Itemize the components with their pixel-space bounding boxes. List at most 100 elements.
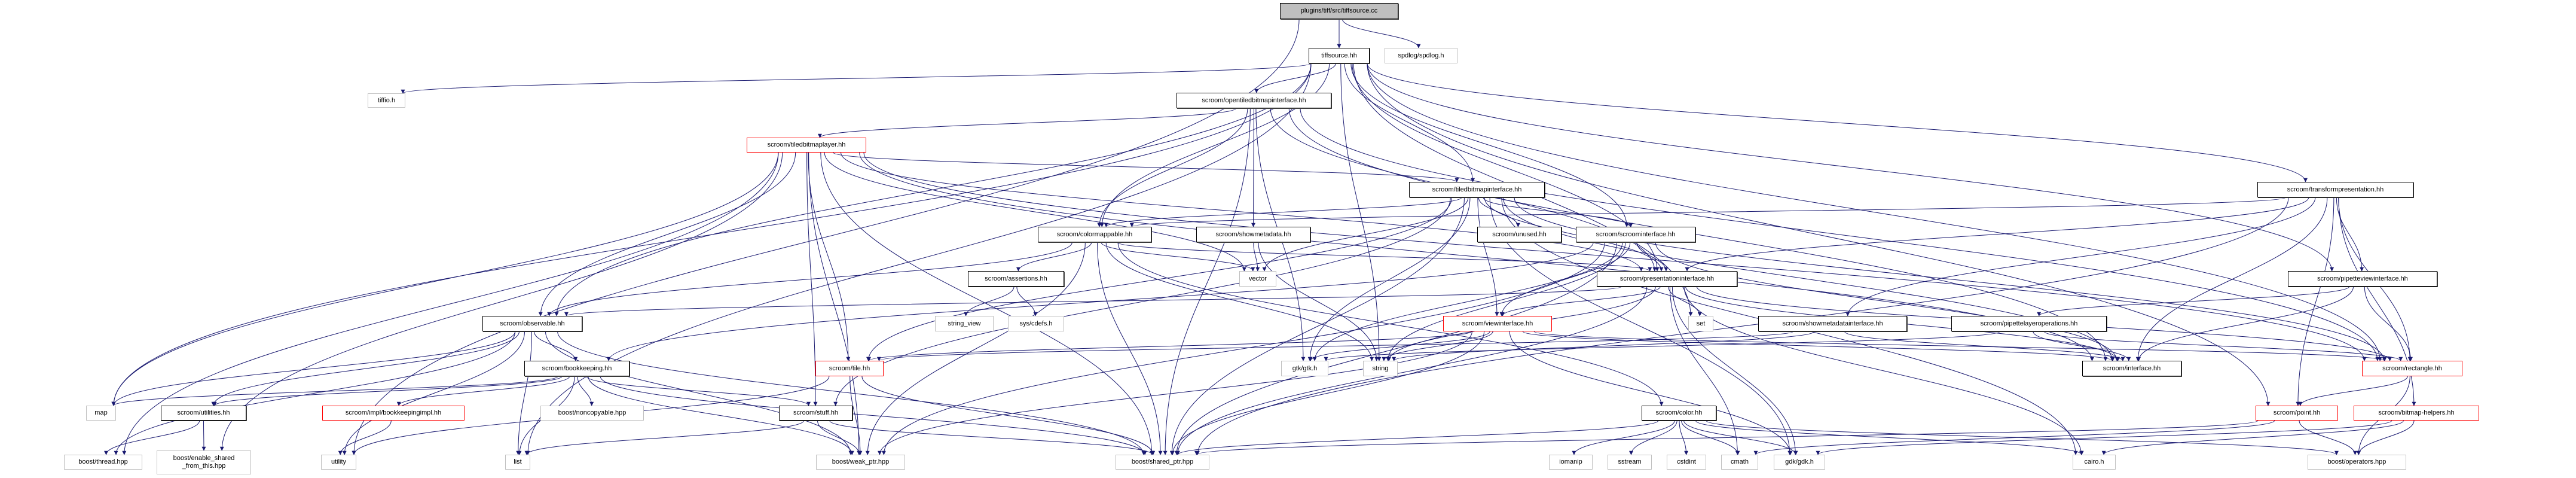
edge-transform-to-interface: [2135, 197, 2328, 361]
node-point[interactable]: scroom/point.hh: [2256, 406, 2338, 421]
node-assertions[interactable]: scroom/assertions.hh: [968, 271, 1064, 287]
node-colormappable[interactable]: scroom/colormappable.hh: [1038, 227, 1151, 242]
edge-tiffsource_hh-to-tiffio: [401, 63, 1312, 94]
edge-presentation-to-gdk: [1672, 286, 1798, 455]
node-shared-ptr[interactable]: boost/shared_ptr.hpp: [1116, 455, 1209, 470]
edge-transform-to-showmetadatainterface: [1845, 197, 2316, 316]
node-weak-ptr[interactable]: boost/weak_ptr.hpp: [816, 455, 905, 470]
node-cairo[interactable]: cairo.h: [2073, 455, 2116, 470]
edge-showmetadata-to-string: [1258, 242, 1379, 361]
node-spdlog[interactable]: spdlog/spdlog.h: [1385, 48, 1457, 63]
edge-scroominterface-to-gtk: [1312, 242, 1623, 361]
node-pipetteview[interactable]: scroom/pipetteviewinterface.hh: [2288, 271, 2437, 287]
edge-title-to-utility: [352, 19, 1300, 455]
node-viewinterface[interactable]: scroom/viewinterface.hh: [1443, 316, 1552, 331]
node-unused[interactable]: scroom/unused.hh: [1477, 227, 1562, 242]
node-noncopyable[interactable]: boost/noncopyable.hpp: [540, 406, 644, 421]
node-tiffio[interactable]: tiffio.h: [368, 93, 405, 108]
edge-scroominterface-to-shared_ptr: [1174, 242, 1617, 455]
node-title[interactable]: plugins/tiff/src/tiffsource.cc: [1280, 3, 1398, 19]
edge-bitmaphelpers-to-cairo: [2101, 420, 2404, 455]
edge-tiffsource_hh-to-list: [525, 63, 1312, 455]
edge-tiffsource_hh-to-string: [1340, 63, 1382, 361]
edge-pipetteview-to-pipettelayer: [2037, 286, 2350, 316]
node-showmetadata[interactable]: scroom/showmetadata.hh: [1196, 227, 1310, 242]
node-tiffsource-hh[interactable]: tiffsource.hh: [1309, 48, 1370, 63]
edge-colormappable-to-observable: [547, 242, 1072, 316]
edge-tbi-to-tile: [866, 197, 1453, 361]
node-list[interactable]: list: [505, 455, 530, 470]
edge-observable-to-thread: [114, 331, 516, 455]
node-tbi[interactable]: scroom/tiledbitmapinterface.hh: [1409, 182, 1545, 197]
edge-transform-to-presentation: [1685, 197, 2309, 272]
node-bkimpl[interactable]: scroom/impl/bookkeepingimpl.hh: [322, 406, 465, 421]
edge-scroominterface-to-weak_ptr: [881, 242, 1605, 455]
edge-presentation-to-set: [1668, 286, 1702, 316]
node-cdefs[interactable]: sys/cdefs.h: [1008, 316, 1064, 331]
edge-bitmaphelpers-to-gdk: [1816, 420, 2392, 455]
edge-observable-to-map: [111, 331, 516, 406]
node-bitmaphelpers[interactable]: scroom/bitmap-helpers.hh: [2354, 406, 2479, 421]
node-bookkeeping[interactable]: scroom/bookkeeping.hh: [524, 361, 630, 376]
edge-utilities-to-thread: [104, 420, 200, 455]
edge-observable-to-weak_ptr: [545, 331, 853, 455]
node-tbl[interactable]: scroom/tiledbitmaplayer.hh: [747, 138, 866, 153]
node-pipettelayer[interactable]: scroom/pipettelayeroperations.hh: [1951, 316, 2107, 331]
edge-showmetadatainterface-to-tile: [877, 331, 1794, 361]
node-string[interactable]: string: [1363, 361, 1398, 376]
edge-viewinterface-to-rectangle: [1533, 331, 2387, 361]
node-showmetadatainterface[interactable]: scroom/showmetadatainterface.hh: [1758, 316, 1907, 331]
edge-transform-to-point: [2296, 197, 2334, 406]
node-stuff[interactable]: scroom/stuff.hh: [779, 406, 852, 421]
node-enable-shared[interactable]: boost/enable_shared _from_this.hpp: [157, 450, 251, 474]
edge-stuff-to-shared_ptr: [829, 420, 1154, 455]
node-vector[interactable]: vector: [1239, 271, 1276, 287]
node-set[interactable]: set: [1688, 316, 1713, 331]
node-thread[interactable]: boost/thread.hpp: [64, 455, 142, 470]
node-iomanip[interactable]: iomanip: [1549, 455, 1593, 470]
node-operators[interactable]: boost/operators.hpp: [2308, 455, 2406, 470]
edge-scroominterface-to-presentation: [1636, 242, 1669, 272]
node-sstream[interactable]: sstream: [1608, 455, 1652, 470]
edge-pipettelayer-to-gtk: [1324, 331, 2001, 361]
edge-pipetteview-to-rectangle: [2364, 286, 2413, 361]
edge-tbi-to-interface: [1502, 197, 2114, 361]
edge-transform-to-shared_ptr: [1195, 197, 2289, 455]
node-cstdint[interactable]: cstdint: [1667, 455, 1706, 470]
edge-tbl-to-shared_ptr: [820, 152, 1154, 455]
edge-point-to-operators: [2299, 420, 2357, 455]
node-presentation[interactable]: scroom/presentationinterface.hh: [1597, 271, 1737, 287]
edge-point-to-shared_ptr: [1194, 420, 2259, 455]
edge-bookkeeping-to-map: [111, 376, 558, 406]
edge-pipettelayer-to-interface: [2033, 331, 2131, 361]
edge-scroominterface-to-viewinterface: [1499, 242, 1631, 316]
edge-stuff-to-weak_ptr: [817, 420, 861, 455]
node-utility[interactable]: utility: [321, 455, 356, 470]
node-interface[interactable]: scroom/interface.hh: [2082, 361, 2181, 376]
node-color[interactable]: scroom/color.hh: [1642, 406, 1716, 421]
node-tile[interactable]: scroom/tile.hh: [815, 361, 884, 376]
node-rectangle[interactable]: scroom/rectangle.hh: [2362, 361, 2462, 376]
edge-presentation-to-shared_ptr: [1175, 286, 1648, 455]
edge-tbi-to-presentation: [1484, 197, 1664, 272]
node-scroominterface[interactable]: scroom/scroominterface.hh: [1576, 227, 1695, 242]
node-cmath[interactable]: cmath: [1721, 455, 1758, 470]
node-transform[interactable]: scroom/transformpresentation.hh: [2257, 182, 2413, 197]
node-gdk[interactable]: gdk/gdk.h: [1774, 455, 1825, 470]
edge-color-to-cmath: [1681, 420, 1740, 455]
node-string-view[interactable]: string_view: [935, 316, 994, 331]
edge-observable-to-utility: [342, 331, 525, 455]
edge-tbl-to-tbi: [833, 152, 1459, 182]
edge-color-to-iomanip: [1572, 420, 1675, 455]
node-map[interactable]: map: [86, 406, 116, 421]
node-gtk[interactable]: gtk/gtk.h: [1281, 361, 1328, 376]
edge-assertions-to-string_view: [964, 286, 1014, 316]
edge-tiffsource_hh-to-scroominterface: [1350, 63, 1629, 227]
edge-showmetadata-to-vector: [1253, 242, 1260, 272]
edge-tbl-to-vector: [824, 152, 1246, 272]
node-observable[interactable]: scroom/observable.hh: [482, 316, 582, 331]
edge-tbi-to-vector: [1262, 197, 1469, 272]
edge-bookkeeping-to-utilities: [212, 376, 563, 406]
node-opentiled[interactable]: scroom/opentiledbitmapinterface.hh: [1177, 93, 1331, 108]
node-utilities[interactable]: scroom/utilities.hh: [161, 406, 246, 421]
